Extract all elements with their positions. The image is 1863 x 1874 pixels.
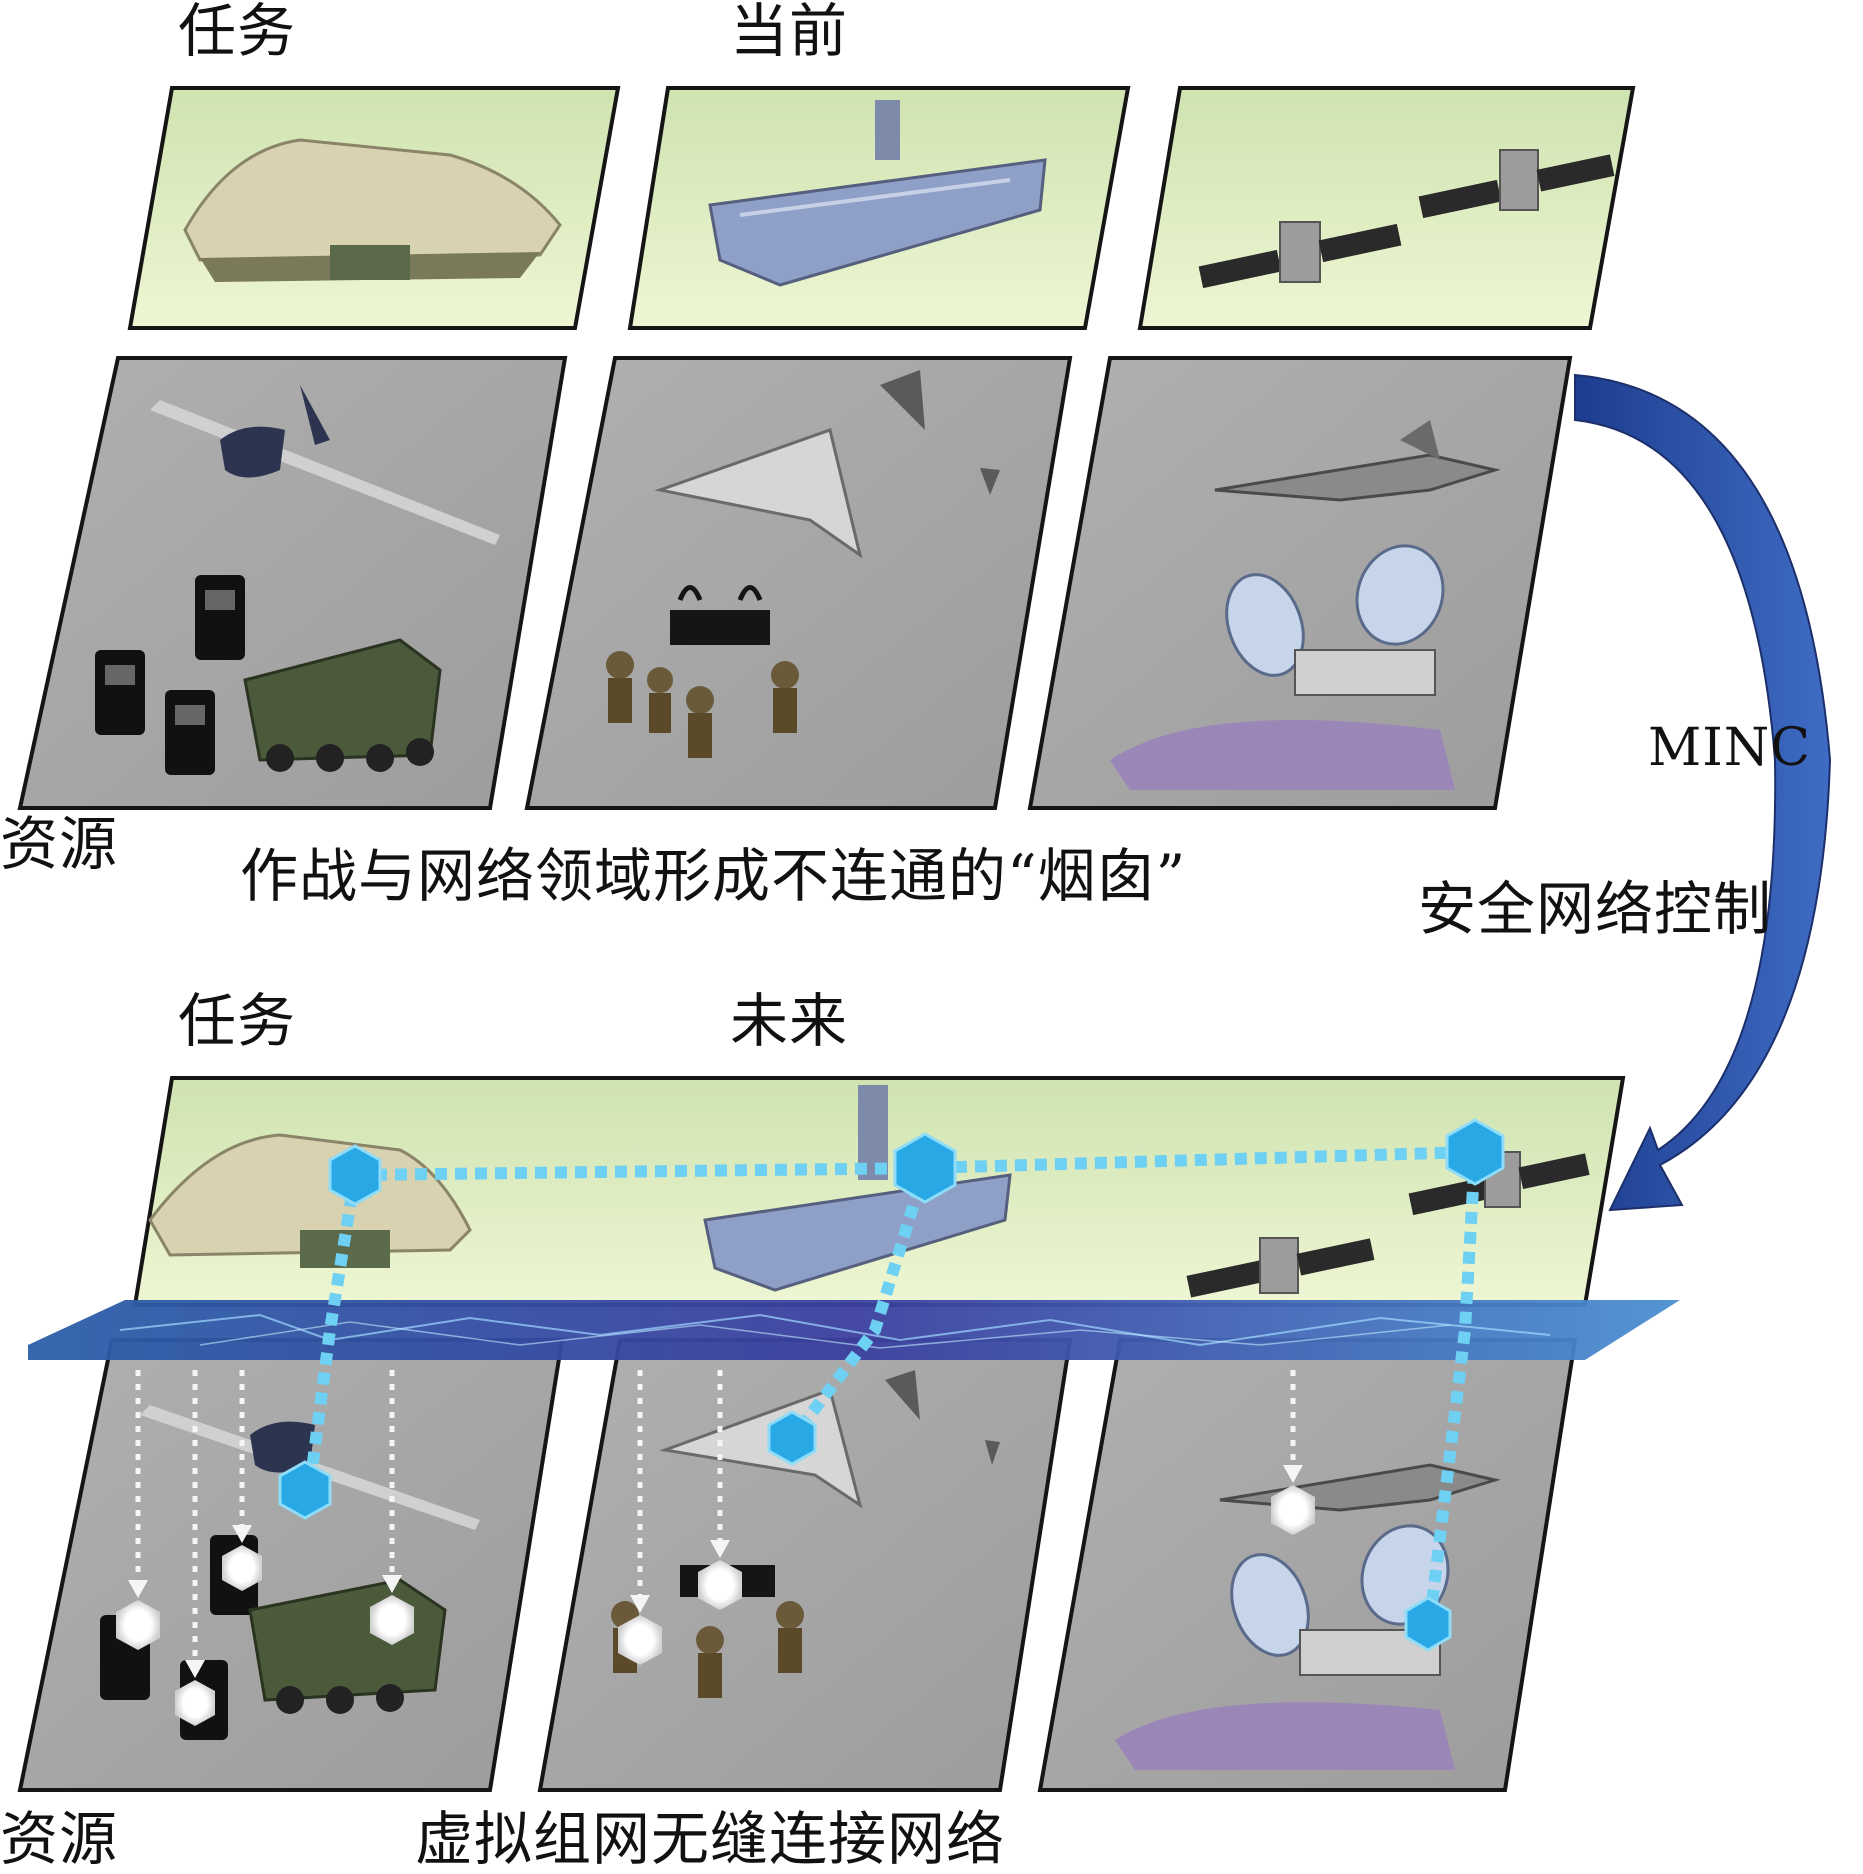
endpoint-node-icon bbox=[698, 1560, 742, 1610]
uav-icon bbox=[150, 385, 500, 545]
future-resource-label: 资源 bbox=[0, 1805, 119, 1873]
network-nodes bbox=[116, 1118, 1505, 1726]
current-task-row bbox=[127, 86, 1636, 330]
satellite-icon bbox=[1198, 221, 1402, 289]
soldiers-icon bbox=[606, 651, 799, 758]
current-caption: 作战与网络领域形成不连通的“烟囱” bbox=[240, 842, 1187, 910]
transition-arrow-icon bbox=[1574, 373, 1832, 1212]
network-control-label: 安全网络控制 bbox=[1418, 875, 1773, 943]
endpoint-node-icon bbox=[618, 1615, 662, 1665]
satellite-dish-icon bbox=[1110, 544, 1455, 790]
endpoint-node-icon bbox=[222, 1545, 262, 1591]
future-caption: 虚拟组网无缝连接网络 bbox=[415, 1805, 1006, 1873]
future-period-label: 未来 bbox=[730, 987, 849, 1055]
endpoint-node-icon bbox=[1271, 1485, 1315, 1535]
satellite-icon bbox=[1418, 149, 1615, 219]
task-panel-satellites bbox=[1137, 86, 1636, 330]
current-period-label: 当前 bbox=[730, 0, 849, 65]
endpoint-node-icon bbox=[370, 1595, 414, 1645]
minc-label: MINC bbox=[1648, 718, 1812, 778]
future-task-label: 任务 bbox=[178, 987, 297, 1055]
network-node-icon bbox=[328, 1144, 382, 1206]
network-node-icon bbox=[893, 1132, 957, 1204]
fighter-jet-icon bbox=[1214, 420, 1501, 502]
wireless-router-icon bbox=[670, 585, 770, 645]
stealth-aircraft-icon bbox=[654, 370, 1000, 559]
network-node-icon bbox=[1404, 1596, 1452, 1652]
satellite-icon bbox=[1186, 1237, 1375, 1298]
network-node-icon bbox=[1445, 1118, 1505, 1186]
satellite-dish-icon bbox=[1115, 1524, 1455, 1770]
downlink-arrows bbox=[128, 1370, 1303, 1678]
stealth-aircraft-icon bbox=[659, 1370, 1000, 1509]
command-tent-icon bbox=[148, 1133, 472, 1268]
armored-vehicle-icon bbox=[243, 638, 442, 772]
radio-handset-icon bbox=[95, 575, 245, 775]
virtual-network-layer bbox=[28, 1300, 1680, 1360]
current-resource-row bbox=[17, 356, 1573, 810]
resource-panel-stealth bbox=[524, 356, 1073, 810]
network-node-icon bbox=[278, 1460, 332, 1520]
current-resource-label: 资源 bbox=[0, 810, 119, 878]
aircraft-carrier-icon bbox=[708, 100, 1047, 287]
endpoint-node-icon bbox=[175, 1680, 215, 1726]
current-task-label: 任务 bbox=[178, 0, 297, 65]
network-node-icon bbox=[767, 1410, 817, 1466]
endpoint-node-icon bbox=[116, 1600, 160, 1650]
resource-panel-uav bbox=[17, 1338, 565, 1792]
command-tent-icon bbox=[183, 138, 562, 282]
